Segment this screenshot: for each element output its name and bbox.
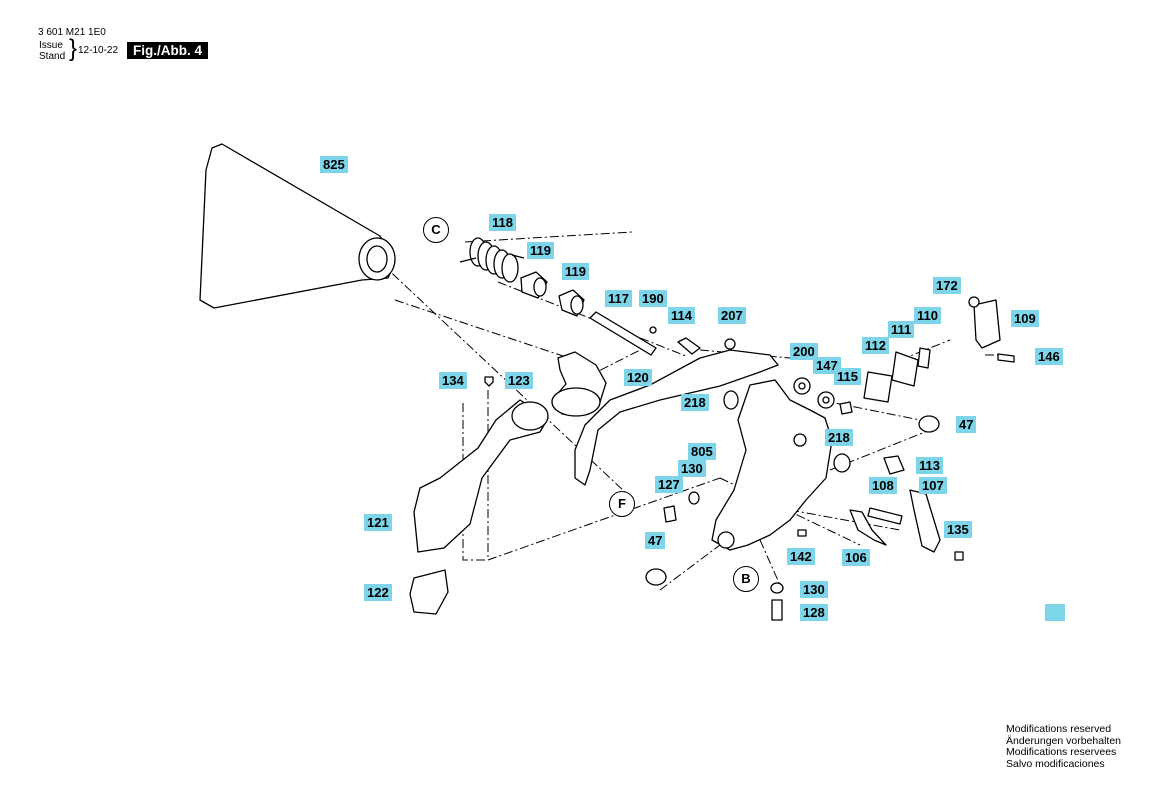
callout-130: 130 <box>678 460 706 477</box>
document-number: 3 601 M21 1E0 <box>38 27 106 38</box>
callout-207: 207 <box>718 307 746 324</box>
latch-shape <box>973 299 1001 349</box>
notice-line-en: Modifications reserved <box>1006 723 1112 735</box>
callout-121: 121 <box>364 514 392 531</box>
notice-line-fr: Modifications reservees <box>1006 746 1117 758</box>
callout-218: 218 <box>681 394 709 411</box>
callout-112: 112 <box>862 337 889 354</box>
callout-122: 122 <box>364 584 392 601</box>
link-arm-shape <box>574 349 779 486</box>
callout-108: 108 <box>869 477 897 494</box>
callout-135: 135 <box>944 521 972 538</box>
callout-134: 134 <box>439 372 467 389</box>
marker-f: F <box>609 491 635 517</box>
notice-line-de: Änderungen vorbehalten <box>1006 734 1122 747</box>
guard-shape <box>409 569 449 615</box>
hook-shape <box>849 509 887 546</box>
stand-label: Stand <box>39 51 66 62</box>
modifications-notice: Modifications reserved Änderungen vorbeh… <box>1006 723 1122 770</box>
callout-111: 111 <box>888 321 915 338</box>
callout-109: 109 <box>1011 310 1039 327</box>
callout-47: 47 <box>956 416 977 433</box>
callout-120: 120 <box>624 369 652 386</box>
callout-172: 172 <box>933 277 961 294</box>
callout-190: 190 <box>639 290 667 307</box>
callout-106: 106 <box>842 549 870 566</box>
callout-147: 147 <box>813 357 841 374</box>
callout-200: 200 <box>790 343 818 360</box>
figure-title: Fig./Abb. 4 <box>127 42 208 59</box>
callout-130: 130 <box>800 581 828 598</box>
callout-115: 115 <box>834 368 861 385</box>
callout-47: 47 <box>645 532 666 549</box>
callout-119: 119 <box>527 242 554 259</box>
highlight-swatch <box>1045 604 1065 621</box>
callout-114: 114 <box>668 307 695 324</box>
callout-218: 218 <box>825 429 853 446</box>
callout-118: 118 <box>489 214 516 231</box>
callout-128: 128 <box>800 604 828 621</box>
marker-c: C <box>423 217 449 243</box>
callout-123: 123 <box>505 372 533 389</box>
callout-119: 119 <box>562 263 589 280</box>
issue-label: Issue <box>39 40 63 51</box>
callout-127: 127 <box>655 476 683 493</box>
lever-shape <box>909 489 941 553</box>
callout-107: 107 <box>919 477 947 494</box>
callout-117: 117 <box>605 290 632 307</box>
main-bracket-shape <box>711 379 833 551</box>
brace-icon: } <box>69 35 78 62</box>
dust-bag-shape <box>199 143 396 309</box>
callout-113: 113 <box>916 457 943 474</box>
issue-date: 12-10-22 <box>78 45 119 56</box>
callout-825: 825 <box>320 156 348 173</box>
notice-line-es: Salvo modificaciones <box>1006 757 1105 770</box>
marker-b: B <box>733 566 759 592</box>
spring-shape <box>459 237 525 283</box>
callout-110: 110 <box>914 307 941 324</box>
callout-146: 146 <box>1035 348 1063 365</box>
callout-142: 142 <box>787 548 815 565</box>
callout-805: 805 <box>688 443 716 460</box>
